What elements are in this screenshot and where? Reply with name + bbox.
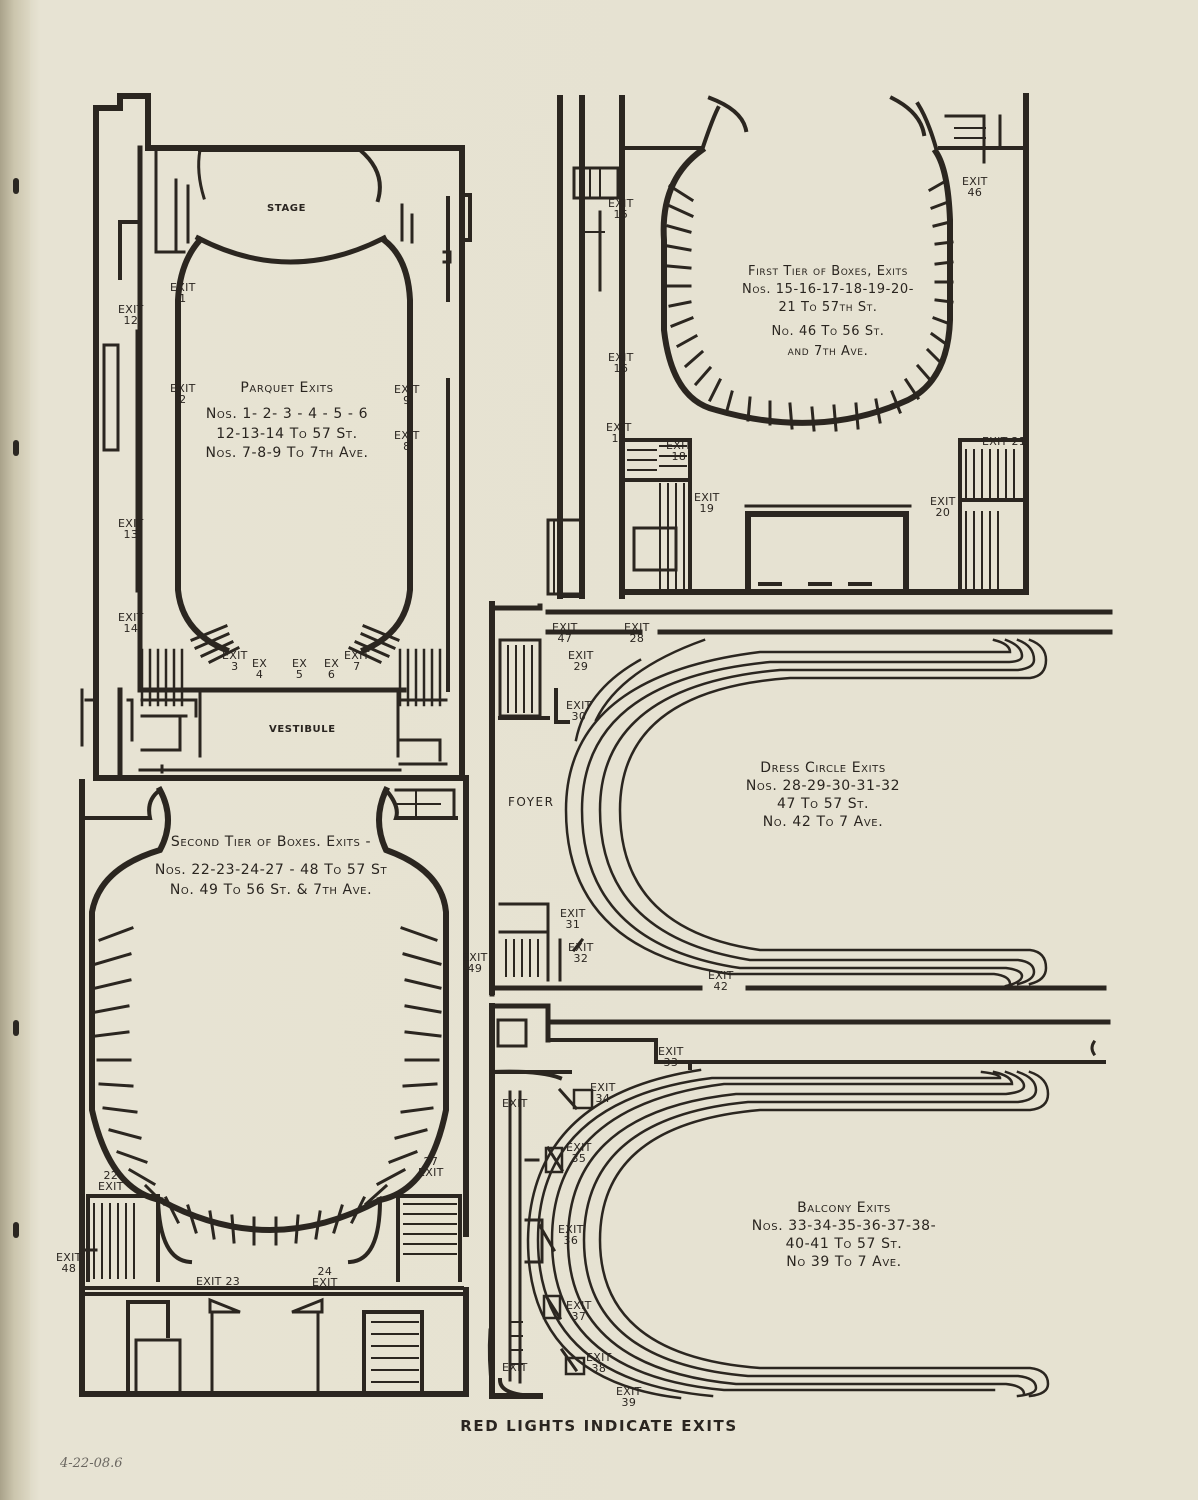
exit-marker: 22 EXIT: [98, 1169, 124, 1193]
exit-marker: EXIT 39: [616, 1385, 642, 1409]
exit-marker: EXIT 33: [658, 1045, 684, 1069]
parquet-line-3: Nos. 7-8-9 To 7th Ave.: [205, 445, 369, 461]
exit-marker: EXIT 7: [344, 649, 370, 673]
exit-marker: EXIT 3: [222, 649, 248, 673]
exit-marker: EXIT 34: [590, 1081, 616, 1105]
exit-marker: EXIT 17: [606, 421, 632, 445]
first-tier-line-3: No. 46 To 56 St.: [771, 324, 885, 339]
exit-marker: EXIT 46: [962, 175, 988, 199]
first-tier-plan: [546, 93, 1029, 599]
exit-marker: EXIT: [502, 1361, 528, 1374]
vestibule-label: VESTIBULE: [269, 724, 336, 735]
exit-marker: EXIT 20: [930, 495, 956, 519]
dress-circle-plan: [489, 601, 1113, 1057]
exit-marker: EXIT 15: [608, 197, 634, 221]
exit-marker: EXIT 37: [566, 1299, 592, 1323]
first-tier-line-4: and 7th Ave.: [787, 344, 869, 359]
exit-marker: 24 EXIT: [312, 1265, 338, 1289]
exit-marker: EXIT 30: [566, 699, 592, 723]
exit-marker: EX 4: [252, 657, 268, 681]
exit-marker: EXIT 23: [196, 1275, 241, 1288]
first-tier-line-2: 21 To 57th St.: [778, 300, 878, 315]
exit-marker: EXIT 18: [666, 439, 692, 463]
parquet-plan: [80, 93, 472, 781]
exit-marker: EXIT 36: [558, 1223, 584, 1247]
pencil-annotation: 4-22-08.6: [60, 1456, 123, 1471]
parquet-line-1: Nos. 1- 2- 3 - 4 - 5 - 6: [205, 406, 369, 422]
exit-marker: EXIT 8: [394, 429, 420, 453]
exit-marker: EX 5: [292, 657, 308, 681]
exit-marker: EXIT 47: [552, 621, 578, 645]
parquet-title: Parquet Exits: [240, 380, 334, 396]
exit-marker: EXIT 12: [118, 303, 144, 327]
exit-marker: EXIT 28: [624, 621, 650, 645]
balcony-line-2: 40-41 To 57 St.: [785, 1236, 903, 1252]
binding-hole: [13, 1020, 19, 1036]
dress-circle-line-1: Nos. 28-29-30-31-32: [745, 778, 901, 794]
exit-marker: EXIT 2: [170, 382, 196, 406]
balcony-line-3: No 39 To 7 Ave.: [786, 1254, 902, 1270]
exit-marker: EX 6: [324, 657, 340, 681]
first-tier-title: First Tier of Boxes, Exits: [748, 264, 908, 279]
dress-circle-line-2: 47 To 57 St.: [776, 796, 870, 812]
first-tier-line-1: Nos. 15-16-17-18-19-20-: [742, 282, 914, 297]
balcony-title: Balcony Exits: [797, 1200, 891, 1216]
second-tier-line-1: Nos. 22-23-24-27 - 48 To 57 St: [154, 862, 388, 878]
dress-circle-title: Dress Circle Exits: [760, 760, 886, 776]
second-tier-line-2: No. 49 To 56 St. & 7th Ave.: [169, 882, 373, 898]
exit-marker: EXIT 9: [394, 383, 420, 407]
exit-marker: EXIT 42: [708, 969, 734, 993]
exit-marker: EXIT 16: [608, 351, 634, 375]
second-tier-plan: [79, 775, 469, 1397]
footer-caption: RED LIGHTS INDICATE EXITS: [460, 1417, 738, 1435]
exit-marker: EXIT 1: [170, 281, 196, 305]
exit-marker: EXIT 32: [568, 941, 594, 965]
exit-marker: EXIT 35: [566, 1141, 592, 1165]
second-tier-title: Second Tier of Boxes. Exits -: [170, 834, 372, 850]
foyer-label: FOYER: [508, 795, 555, 809]
binding-hole: [13, 1222, 19, 1238]
binding-hole: [13, 440, 19, 456]
dress-circle-line-3: No. 42 To 7 Ave.: [762, 814, 884, 830]
exit-marker: EXIT 13: [118, 517, 144, 541]
balcony-line-1: Nos. 33-34-35-36-37-38-: [751, 1218, 937, 1234]
exit-marker: EXIT 48: [56, 1251, 82, 1275]
exit-marker: EXIT 21: [982, 435, 1027, 448]
exit-marker: EXIT 29: [568, 649, 594, 673]
exit-marker: EXIT 14: [118, 611, 144, 635]
exit-marker: EXIT 31: [560, 907, 586, 931]
parquet-line-2: 12-13-14 To 57 St.: [216, 426, 358, 442]
exit-marker: EXIT: [502, 1097, 528, 1110]
exit-marker: EXIT 38: [586, 1351, 612, 1375]
balcony-plan: [487, 1003, 1111, 1400]
exit-marker: EXIT 19: [694, 491, 720, 515]
exit-marker: 27 EXIT: [418, 1155, 444, 1179]
exit-marker: EXIT 49: [462, 951, 488, 975]
binding-spine: [0, 0, 30, 1500]
binding-hole: [13, 178, 19, 194]
stage-label: STAGE: [267, 203, 307, 214]
